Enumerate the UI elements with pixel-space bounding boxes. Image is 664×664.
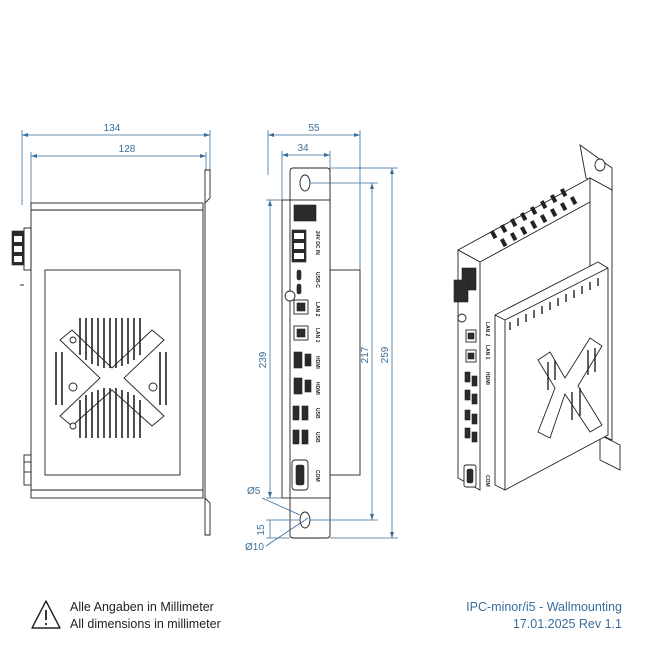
label-dp-a: DP <box>303 358 309 366</box>
dim-slot-diameter: Ø10 <box>245 542 264 553</box>
label-lan1: LAN 1 <box>314 328 320 343</box>
note-english: All dimensions in millimeter <box>70 617 221 631</box>
iso-label-lan2: LAN 2 <box>484 322 490 337</box>
label-hdmi-b: HDMI <box>314 382 320 395</box>
dim-width-overall: 134 <box>104 123 121 134</box>
front-view: 55 34 <box>245 123 398 553</box>
isometric-view: LAN 2 LAN 1 HDMI COM <box>453 143 621 491</box>
note-german: Alle Angaben in Millimeter <box>70 600 214 614</box>
side-view: 134 128 <box>11 123 211 536</box>
warning-triangle-icon <box>31 600 61 629</box>
iso-label-hdmi: HDMI <box>484 372 490 385</box>
label-usb-a: USB <box>314 408 320 419</box>
dim-height-overall: 259 <box>380 346 391 363</box>
product-title: IPC-minor/i5 - Wallmounting <box>466 600 622 614</box>
dim-hole-diameter: Ø5 <box>247 486 261 497</box>
revision-date: 17.01.2025 Rev 1.1 <box>512 617 622 631</box>
label-lan2: LAN 2 <box>314 302 320 317</box>
dim-height-body: 239 <box>258 351 269 368</box>
iso-label-com: COM <box>484 475 490 487</box>
dim-width-body: 128 <box>119 144 136 155</box>
dim-hole-offset: 15 <box>256 524 267 536</box>
label-usb-c: USB-C <box>314 272 320 288</box>
dim-height-bracket: 217 <box>360 346 371 363</box>
label-dc-in: 24V DC IN <box>314 231 320 255</box>
dim-front-width-overall: 55 <box>308 123 320 134</box>
dim-front-width-body: 34 <box>297 143 309 154</box>
label-dp-b: DP <box>303 384 309 392</box>
label-com: COM <box>314 470 320 482</box>
label-hdmi-a: HDMI <box>314 356 320 369</box>
label-usb-b: USB <box>314 432 320 443</box>
iso-label-lan1: LAN 1 <box>484 345 490 360</box>
